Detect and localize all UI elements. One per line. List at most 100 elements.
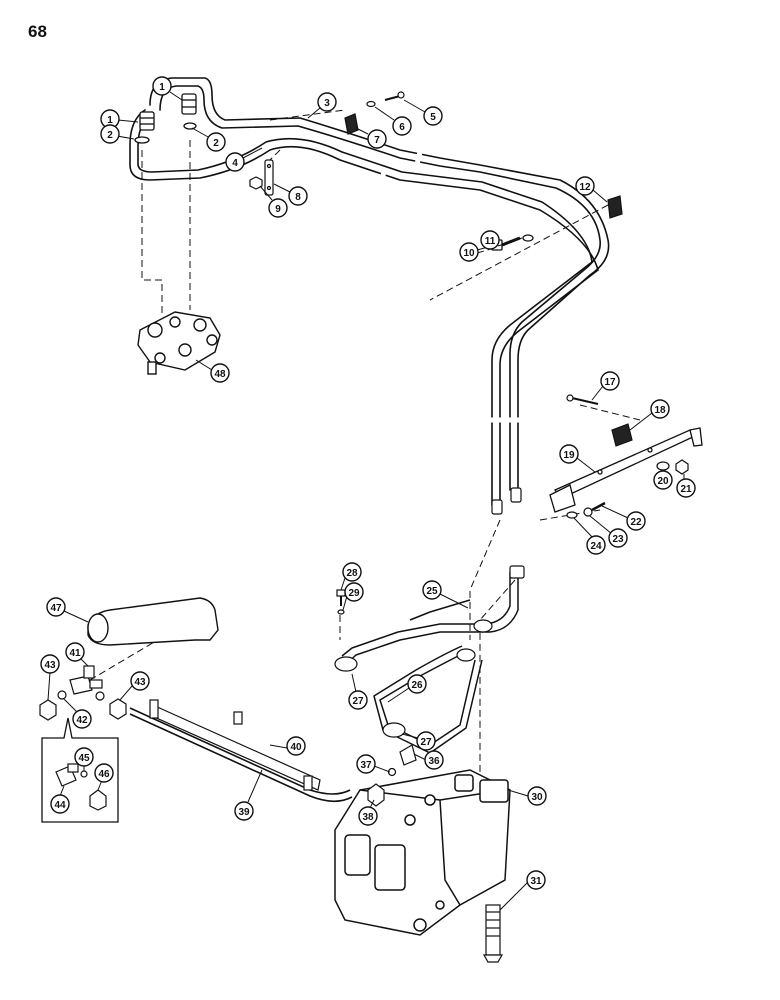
svg-text:44: 44 bbox=[54, 800, 66, 811]
svg-text:5: 5 bbox=[430, 112, 436, 123]
callout-9: 9 bbox=[259, 185, 288, 218]
svg-text:39: 39 bbox=[238, 807, 250, 818]
callout-27b: 27 bbox=[401, 731, 436, 751]
svg-text:47: 47 bbox=[50, 603, 62, 614]
callout-41: 41 bbox=[65, 642, 89, 667]
callout-17: 17 bbox=[591, 371, 620, 401]
callout-2a: 2 bbox=[100, 124, 135, 144]
tube-strap-8 bbox=[249, 159, 274, 196]
tube-clamp-7 bbox=[344, 91, 405, 135]
stud-31 bbox=[482, 904, 504, 963]
callout-45: 45 bbox=[74, 747, 94, 771]
callout-36: 36 bbox=[413, 750, 444, 770]
callout-6: 6 bbox=[374, 106, 412, 136]
svg-text:3: 3 bbox=[324, 98, 330, 109]
callout-31: 31 bbox=[499, 870, 546, 911]
callout-7: 7 bbox=[355, 127, 387, 149]
svg-text:7: 7 bbox=[374, 135, 380, 146]
bracket-19 bbox=[549, 427, 703, 513]
svg-text:12: 12 bbox=[579, 182, 591, 193]
callout-18: 18 bbox=[629, 399, 670, 431]
svg-text:9: 9 bbox=[275, 204, 281, 215]
fittings-36-37-38 bbox=[367, 744, 417, 807]
svg-text:1: 1 bbox=[159, 82, 165, 93]
callout-48: 48 bbox=[195, 359, 230, 383]
svg-text:18: 18 bbox=[654, 405, 666, 416]
callout-39: 39 bbox=[234, 769, 263, 821]
nuts-42-43 bbox=[39, 690, 127, 721]
svg-text:48: 48 bbox=[214, 369, 226, 380]
svg-text:38: 38 bbox=[362, 812, 374, 823]
svg-text:42: 42 bbox=[76, 715, 88, 726]
hydraulic-housing-30 bbox=[334, 769, 511, 936]
svg-text:11: 11 bbox=[485, 236, 496, 247]
svg-text:43: 43 bbox=[44, 660, 56, 671]
svg-text:29: 29 bbox=[348, 588, 360, 599]
svg-text:8: 8 bbox=[295, 192, 301, 203]
callout-29: 29 bbox=[342, 582, 364, 611]
svg-text:27: 27 bbox=[352, 696, 364, 707]
callout-38: 38 bbox=[358, 799, 378, 826]
bracket-40 bbox=[149, 699, 321, 791]
callout-4: 4 bbox=[225, 147, 263, 172]
callout-10: 10 bbox=[459, 242, 493, 262]
svg-text:1: 1 bbox=[107, 115, 113, 126]
svg-text:24: 24 bbox=[590, 541, 602, 552]
flange-fittings bbox=[334, 487, 525, 738]
callout-27a: 27 bbox=[348, 673, 368, 710]
callout-24: 24 bbox=[573, 517, 606, 555]
svg-text:25: 25 bbox=[426, 586, 438, 597]
svg-text:37: 37 bbox=[360, 760, 372, 771]
svg-text:4: 4 bbox=[232, 158, 238, 169]
callout-46: 46 bbox=[94, 763, 114, 791]
svg-text:21: 21 bbox=[680, 484, 692, 495]
svg-text:19: 19 bbox=[563, 450, 575, 461]
svg-text:20: 20 bbox=[657, 476, 669, 487]
svg-text:26: 26 bbox=[411, 680, 423, 691]
callout-3: 3 bbox=[307, 92, 337, 119]
callout-43b: 43 bbox=[119, 671, 150, 701]
callout-25: 25 bbox=[422, 580, 469, 609]
svg-text:46: 46 bbox=[98, 769, 110, 780]
svg-text:23: 23 bbox=[612, 534, 624, 545]
svg-text:10: 10 bbox=[463, 248, 475, 259]
callout-28: 28 bbox=[340, 562, 362, 591]
callout-43a: 43 bbox=[40, 654, 60, 701]
svg-text:22: 22 bbox=[630, 517, 642, 528]
callout-40: 40 bbox=[269, 736, 306, 756]
callout-44: 44 bbox=[50, 785, 70, 814]
callout-2b: 2 bbox=[191, 127, 226, 152]
fitting-elbow-left bbox=[134, 111, 155, 144]
arm-47 bbox=[87, 597, 219, 646]
callout-19: 19 bbox=[559, 444, 596, 473]
svg-text:40: 40 bbox=[290, 742, 302, 753]
inset-box bbox=[41, 717, 119, 823]
callout-21: 21 bbox=[676, 474, 696, 498]
callout-26: 26 bbox=[387, 674, 427, 703]
bolt-22-23-24 bbox=[566, 501, 606, 519]
bolt-17 bbox=[566, 394, 599, 405]
svg-text:2: 2 bbox=[213, 138, 219, 149]
callout-23: 23 bbox=[589, 515, 628, 548]
callout-22: 22 bbox=[601, 505, 646, 531]
svg-text:27: 27 bbox=[420, 737, 432, 748]
tube-clamp-12 bbox=[607, 195, 623, 219]
callout-8: 8 bbox=[273, 183, 308, 206]
callout-5: 5 bbox=[403, 99, 443, 126]
svg-text:45: 45 bbox=[78, 753, 90, 764]
callout-1b: 1 bbox=[152, 76, 183, 101]
tube-break-marks bbox=[378, 151, 559, 423]
lower-tubes-25-26 bbox=[341, 572, 519, 754]
callout-30: 30 bbox=[507, 786, 547, 806]
svg-text:43: 43 bbox=[134, 677, 146, 688]
svg-text:28: 28 bbox=[346, 568, 358, 579]
callout-12: 12 bbox=[575, 176, 608, 203]
svg-text:2: 2 bbox=[107, 130, 113, 141]
control-valve-48 bbox=[137, 311, 221, 375]
callout-37: 37 bbox=[356, 754, 391, 774]
svg-text:31: 31 bbox=[530, 876, 542, 887]
fitting-elbow-right bbox=[181, 93, 197, 130]
page-number: 68 bbox=[28, 22, 47, 41]
svg-text:17: 17 bbox=[604, 377, 616, 388]
